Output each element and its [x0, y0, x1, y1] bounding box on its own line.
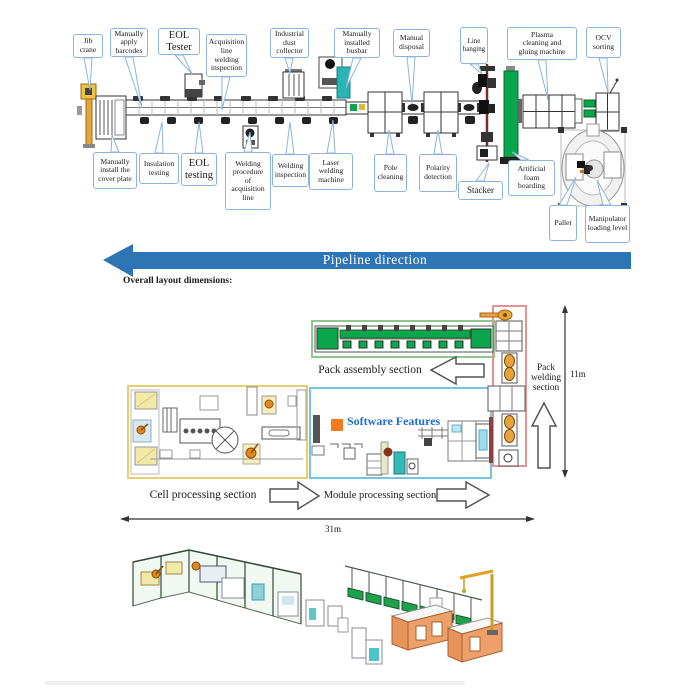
label-pole-cleaning: Pole cleaning — [374, 154, 407, 192]
label-welding-inspection: Welding inspection — [272, 154, 309, 187]
dimension-lines — [120, 305, 568, 522]
pole-cleaning-block — [367, 91, 403, 137]
busbar-device — [336, 66, 351, 99]
software-features-label: Software Features — [347, 414, 441, 428]
width-dimension-label: 31m — [324, 524, 341, 534]
label-eol-testing: EOL testing — [181, 153, 217, 186]
label-laser-welding-machine: Laser welding machine — [309, 153, 353, 190]
height-dimension-label: 11m — [570, 369, 586, 379]
jib-crane-drawing — [77, 83, 97, 148]
cell-processing-label: Cell processing section — [149, 489, 257, 501]
green-puck — [350, 104, 357, 111]
polarity-detection-block — [423, 91, 459, 137]
label-manually-install-cover-plate: Manually install the cover plate — [93, 152, 137, 189]
pipeline-direction-arrow — [103, 244, 631, 277]
plasma-machine-drawing — [517, 94, 596, 129]
label-manually-apply-barcodes: Manually apply barcodes — [110, 28, 148, 57]
module-to-welding-arrow — [436, 480, 491, 510]
iso-jib-crane — [459, 569, 498, 635]
eol-tester-device — [184, 73, 205, 98]
label-manually-installed-busbar: Manually installed busbar — [334, 28, 380, 58]
label-pallet: Pallet — [549, 205, 577, 241]
label-insulation-testing: Insulation testing — [139, 153, 179, 184]
disposal-device — [318, 56, 343, 89]
label-ocv-sorting: OCV sorting — [586, 27, 621, 58]
iso-cabinets — [390, 604, 504, 663]
iso-fences — [132, 549, 302, 625]
pipeline-direction-label: Pipeline direction — [322, 252, 428, 267]
yellow-puck — [359, 104, 365, 110]
line-hanging-stacker-drawing — [472, 64, 498, 162]
manipulator-turntable-drawing — [558, 123, 627, 209]
floor-shadow — [45, 681, 465, 685]
belt-connector-2 — [401, 100, 425, 124]
iso-module-machines — [305, 599, 383, 665]
label-manual-disposal: Manual disposal — [393, 29, 430, 57]
software-features-bullet — [331, 419, 343, 431]
ocv-sorting-drawing — [595, 78, 620, 132]
label-industrial-dust-collector: Industrial dust collector — [270, 28, 309, 58]
pack-welding-label: Pack welding section — [531, 363, 561, 394]
pack-welding-drawing — [479, 309, 526, 467]
label-eol-tester: EOL Tester — [158, 28, 200, 55]
assembly-conveyor-drawing — [314, 325, 494, 353]
label-polarity-detection: Polarity detection — [419, 154, 457, 192]
dust-collector-device — [282, 69, 305, 99]
label-acquisition-line-welding-inspection: Acquisition line welding inspection — [206, 34, 247, 77]
label-manipulator-loading-level: Manipulator loading level — [585, 205, 630, 243]
module-processing-label: Module processing section — [323, 490, 437, 501]
callout-tails — [83, 54, 612, 206]
iso-cell-machines — [140, 561, 299, 617]
cell-to-module-arrow — [269, 480, 321, 511]
label-stacker: Stacker — [458, 181, 503, 200]
cell-processing-drawing — [130, 386, 307, 475]
cover-plate-station-drawing — [95, 95, 127, 140]
label-artificial-foam-boarding: Artificial foam boarding — [508, 160, 555, 196]
module-processing-drawing — [311, 415, 493, 476]
flow-arrows — [269, 355, 558, 511]
overall-layout-heading: Overall layout dimensions: — [123, 276, 233, 286]
cell-processing-box — [127, 385, 308, 479]
label-line-hanging: Line hanging — [460, 27, 488, 64]
label-plasma-cleaning-gluing: Plasma cleaning and gluing machine — [507, 27, 577, 60]
label-welding-procedure-acquisition-line: Welding procedure of acquisition line — [225, 152, 271, 210]
pack-welding-arrow — [530, 401, 558, 469]
pack-assembly-arrow — [429, 355, 485, 386]
pack-assembly-label: Pack assembly section — [318, 364, 422, 376]
label-jib-crane: Jib crane — [73, 34, 103, 58]
